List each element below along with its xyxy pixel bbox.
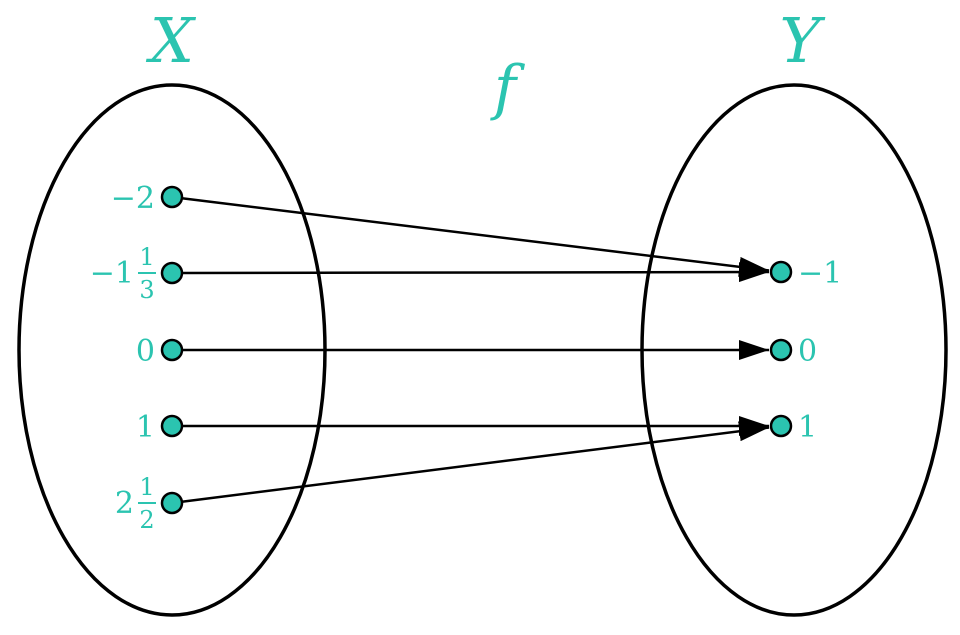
- domain-set-title: X: [146, 4, 197, 77]
- domain-label-one: 1: [136, 410, 155, 445]
- domain-point-neg1third: [160, 261, 184, 285]
- codomain-point-neg1: [769, 260, 793, 284]
- codomain-point-zero: [769, 338, 793, 362]
- function-name: f: [490, 53, 526, 123]
- mapping-arrows: [181, 196, 770, 503]
- arrow-neg1third-to-neg1: [181, 262, 770, 283]
- domain-point-neg2: [160, 185, 184, 209]
- domain-point-one: [160, 414, 184, 438]
- domain-label-neg2: −2: [111, 181, 155, 216]
- codomain-label-one: 1: [798, 410, 817, 445]
- domain-label-numerator: 1: [139, 243, 154, 271]
- codomain-points: −1 0 1: [769, 256, 842, 445]
- codomain-label-zero: 0: [798, 334, 817, 369]
- codomain-label-neg1: −1: [798, 256, 842, 291]
- codomain-set-title: Y: [780, 4, 826, 77]
- arrow-neg2-to-neg1: [181, 196, 770, 277]
- domain-label-whole: 2: [115, 486, 134, 521]
- domain-label-numerator: 1: [139, 473, 154, 501]
- domain-label-denominator: 2: [139, 506, 154, 534]
- arrow-two_half-to-one: [181, 421, 770, 503]
- domain-label-whole: −1: [90, 256, 134, 291]
- domain-label-zero: 0: [136, 334, 155, 369]
- codomain-point-one: [769, 414, 793, 438]
- domain-point-zero: [160, 338, 184, 362]
- domain-point-two_half: [160, 491, 184, 515]
- domain-label-denominator: 3: [139, 276, 154, 304]
